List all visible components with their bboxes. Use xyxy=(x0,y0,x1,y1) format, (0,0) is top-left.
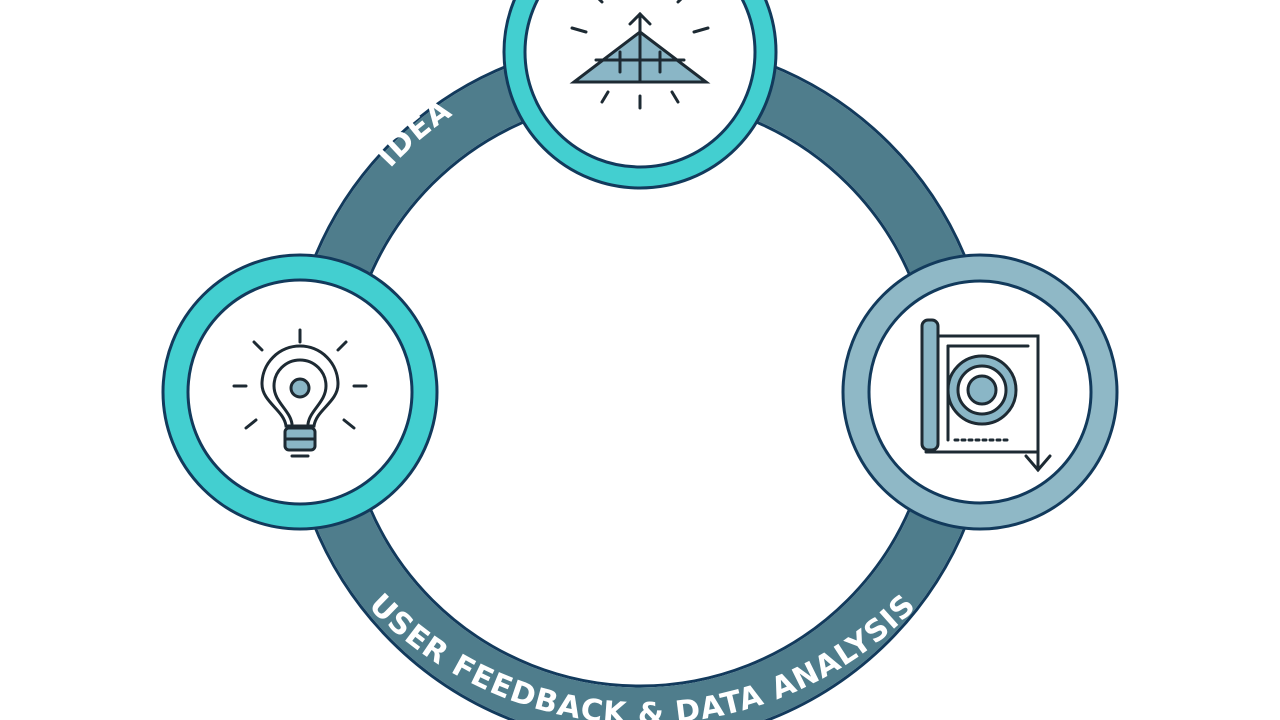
idea-node xyxy=(161,253,439,531)
lightbulb-icon xyxy=(232,328,368,458)
blueprint-icon xyxy=(920,318,1052,473)
feedback-node xyxy=(841,253,1119,531)
build-node xyxy=(502,0,778,190)
pyramid-icon xyxy=(569,0,711,110)
